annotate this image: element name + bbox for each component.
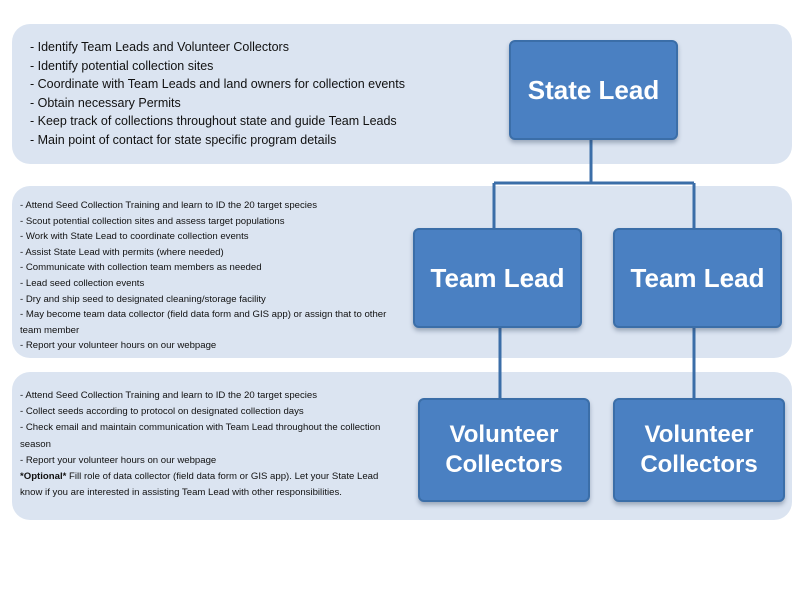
- volunteer-collectors-box-2: Volunteer Collectors: [613, 398, 785, 502]
- state-lead-box: State Lead: [509, 40, 678, 140]
- state-lead-duties: - Identify Team Leads and Volunteer Coll…: [30, 38, 405, 149]
- team-lead-box-1: Team Lead: [413, 228, 582, 328]
- volunteer-collectors-label: Volunteer Collectors: [640, 421, 758, 478]
- list-item: - Keep track of collections throughout s…: [30, 114, 397, 128]
- list-item: - Work with State Lead to coordinate col…: [20, 231, 249, 243]
- optional-label: *Optional*: [20, 471, 67, 483]
- list-item: - Dry and ship seed to designated cleani…: [20, 293, 266, 305]
- optional-item: *Optional* Fill role of data collector (…: [20, 469, 400, 501]
- volunteer-collectors-box-1: Volunteer Collectors: [418, 398, 590, 502]
- team-lead-duties: - Attend Seed Collection Training and le…: [20, 198, 400, 354]
- list-item: - Main point of contact for state specif…: [30, 132, 337, 147]
- list-item: - Report your volunteer hours on our web…: [20, 340, 217, 352]
- list-item: - May become team data collector (field …: [20, 309, 387, 336]
- team-lead-label: Team Lead: [630, 262, 765, 293]
- list-item: - Identify Team Leads and Volunteer Coll…: [30, 40, 289, 54]
- state-lead-label: State Lead: [527, 74, 660, 105]
- list-item: - Assist State Lead with permits (where …: [20, 246, 224, 258]
- list-item: - Identify potential collection sites: [30, 58, 214, 73]
- list-item: - Check email and maintain communication…: [20, 422, 381, 450]
- list-item: - Attend Seed Collection Training and le…: [20, 200, 318, 211]
- volunteer-collectors-label: Volunteer Collectors: [445, 421, 563, 478]
- list-item: - Lead seed collection events: [20, 277, 145, 289]
- volunteer-duties: - Attend Seed Collection Training and le…: [20, 388, 400, 501]
- list-item: - Communicate with collection team membe…: [20, 262, 262, 274]
- list-item: - Report your volunteer hours on our web…: [20, 454, 217, 466]
- list-item: - Coordinate with Team Leads and land ow…: [30, 77, 405, 91]
- list-item: - Attend Seed Collection Training and le…: [20, 390, 318, 401]
- list-item: - Collect seeds according to protocol on…: [20, 406, 304, 418]
- team-lead-box-2: Team Lead: [613, 228, 782, 328]
- optional-text: Fill role of data collector (field data …: [20, 471, 379, 499]
- list-item: - Scout potential collection sites and a…: [20, 215, 285, 227]
- team-lead-label: Team Lead: [430, 262, 565, 293]
- list-item: - Obtain necessary Permits: [30, 95, 181, 110]
